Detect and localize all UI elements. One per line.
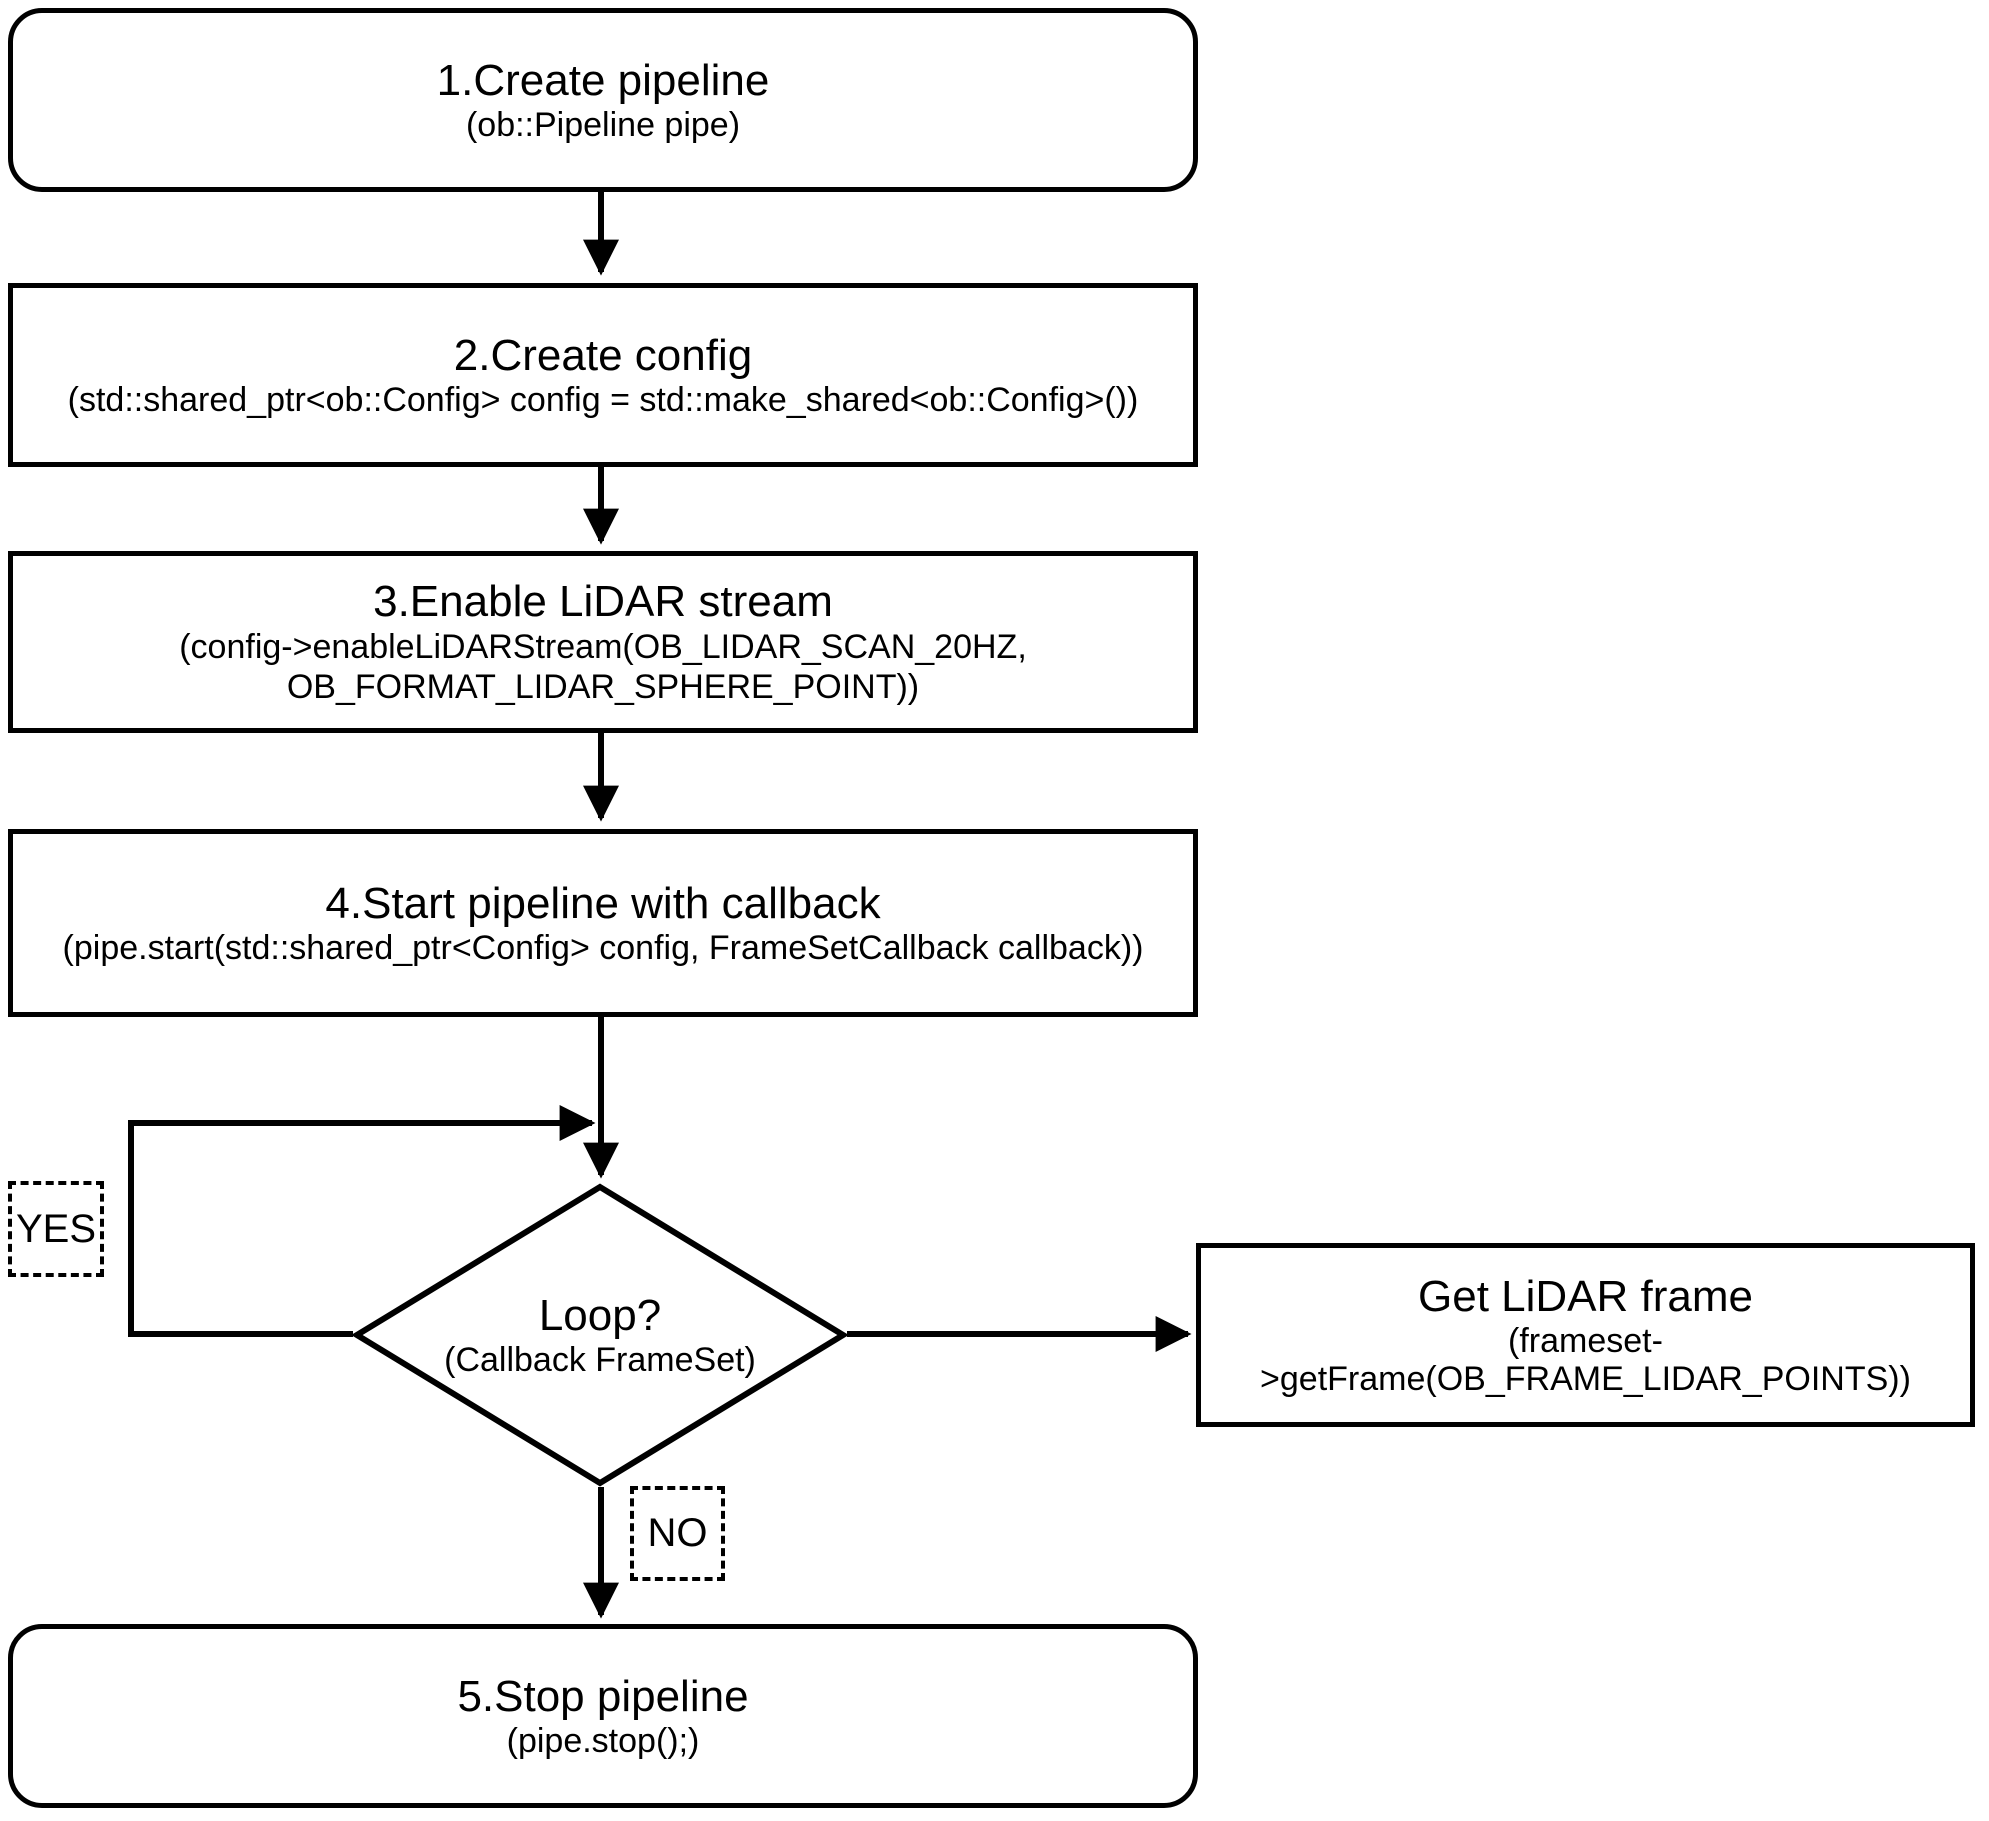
node-stop-pipeline-subtitle: (pipe.stop();) — [506, 1721, 700, 1760]
node-stop-pipeline-title: 5.Stop pipeline — [457, 1671, 749, 1721]
node-create-config[interactable]: 2.Create config (std::shared_ptr<ob::Con… — [8, 283, 1198, 467]
edge-label-yes: YES — [8, 1181, 104, 1277]
node-stop-pipeline[interactable]: 5.Stop pipeline (pipe.stop();) — [8, 1624, 1198, 1808]
node-get-lidar-frame-subtitle: (frameset- >getFrame(OB_FRAME_LIDAR_POIN… — [1260, 1322, 1911, 1399]
node-enable-lidar-stream-title: 3.Enable LiDAR stream — [373, 576, 833, 626]
node-enable-lidar-stream[interactable]: 3.Enable LiDAR stream (config->enableLiD… — [8, 551, 1198, 733]
node-create-pipeline[interactable]: 1.Create pipeline (ob::Pipeline pipe) — [8, 8, 1198, 192]
node-loop-decision-subtitle: (Callback FrameSet) — [444, 1340, 756, 1379]
node-loop-decision-title: Loop? — [538, 1291, 662, 1341]
node-start-pipeline-subtitle: (pipe.start(std::shared_ptr<Config> conf… — [62, 928, 1144, 967]
edge-label-yes-text: YES — [15, 1206, 97, 1251]
node-get-lidar-frame-title: Get LiDAR frame — [1418, 1271, 1753, 1321]
node-start-pipeline-title: 4.Start pipeline with callback — [325, 878, 881, 928]
node-start-pipeline[interactable]: 4.Start pipeline with callback (pipe.sta… — [8, 829, 1198, 1017]
node-create-config-subtitle: (std::shared_ptr<ob::Config> config = st… — [67, 380, 1139, 419]
node-create-pipeline-title: 1.Create pipeline — [436, 55, 770, 105]
edge-label-no-text: NO — [647, 1511, 708, 1555]
node-loop-decision[interactable]: Loop? (Callback FrameSet) — [353, 1183, 847, 1487]
node-create-pipeline-subtitle: (ob::Pipeline pipe) — [465, 105, 741, 144]
node-create-config-title: 2.Create config — [453, 330, 753, 380]
diamond-shape — [353, 1183, 847, 1487]
node-enable-lidar-stream-subtitle: (config->enableLiDARStream(OB_LIDAR_SCAN… — [179, 627, 1027, 707]
edge-label-no: NO — [630, 1486, 725, 1581]
node-loop-decision-label: Loop? (Callback FrameSet) — [353, 1183, 847, 1487]
node-get-lidar-frame[interactable]: Get LiDAR frame (frameset- >getFrame(OB_… — [1196, 1243, 1975, 1427]
